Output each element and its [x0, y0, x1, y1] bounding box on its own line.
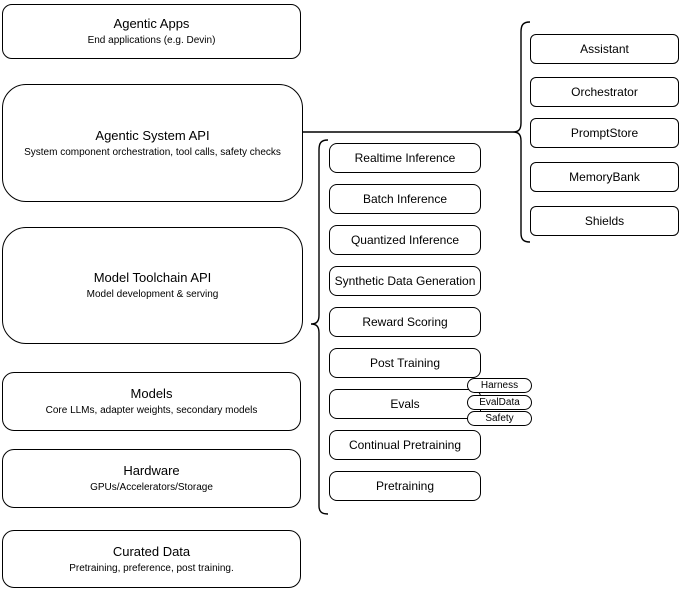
eval-tag-evaldata: EvalData — [467, 395, 532, 410]
box-models: Models Core LLMs, adapter weights, secon… — [2, 372, 301, 431]
eval-tag-harness: Harness — [467, 378, 532, 393]
toolchain-item-continual-pretraining: Continual Pretraining — [329, 430, 481, 460]
box-curated-data: Curated Data Pretraining, preference, po… — [2, 530, 301, 588]
toolchain-item-label: Continual Pretraining — [348, 438, 462, 452]
box-subtitle: GPUs/Accelerators/Storage — [90, 482, 213, 493]
toolchain-item-label: Quantized Inference — [350, 233, 460, 247]
box-title: Models — [130, 386, 173, 401]
box-title: Agentic System API — [95, 127, 210, 143]
component-assistant: Assistant — [530, 34, 679, 64]
toolchain-item-label: Post Training — [369, 356, 441, 370]
component-label: Orchestrator — [571, 85, 638, 99]
toolchain-item-label: Reward Scoring — [362, 315, 448, 329]
toolchain-item-pretraining: Pretraining — [329, 471, 481, 501]
eval-tag-label: EvalData — [479, 397, 520, 408]
box-title: Curated Data — [112, 543, 191, 559]
eval-tag-safety: Safety — [467, 411, 532, 426]
box-model-toolchain-api: Model Toolchain API Model development & … — [2, 227, 303, 344]
component-label: PromptStore — [570, 126, 639, 140]
toolchain-item-batch-inference: Batch Inference — [329, 184, 481, 214]
box-subtitle: Pretraining, preference, post training. — [69, 562, 234, 574]
box-subtitle: End applications (e.g. Devin) — [87, 35, 216, 46]
component-shields: Shields — [530, 206, 679, 236]
toolchain-item-realtime-inference: Realtime Inference — [329, 143, 481, 173]
toolchain-item-evals: Evals — [329, 389, 481, 419]
toolchain-item-quantized-inference: Quantized Inference — [329, 225, 481, 255]
components-brace — [512, 21, 531, 243]
component-label: MemoryBank — [569, 170, 640, 184]
component-promptstore: PromptStore — [530, 118, 679, 148]
box-agentic-apps: Agentic Apps End applications (e.g. Devi… — [2, 4, 301, 59]
toolchain-item-label: Pretraining — [375, 479, 435, 493]
toolchain-item-label: Evals — [390, 397, 420, 411]
component-label: Shields — [584, 214, 625, 228]
component-label: Assistant — [580, 42, 629, 56]
box-agentic-system-api: Agentic System API System component orch… — [2, 84, 303, 202]
box-subtitle: System component orchestration, tool cal… — [24, 146, 281, 158]
toolchain-item-label: Synthetic Data Generation — [334, 274, 476, 288]
toolchain-item-synthetic-data-generation: Synthetic Data Generation — [329, 266, 481, 296]
toolchain-item-post-training: Post Training — [329, 348, 481, 378]
box-subtitle: Model development & serving — [86, 289, 219, 300]
toolchain-item-reward-scoring: Reward Scoring — [329, 307, 481, 337]
box-title: Agentic Apps — [113, 16, 190, 31]
box-title: Hardware — [123, 463, 180, 478]
component-orchestrator: Orchestrator — [530, 77, 679, 107]
eval-tag-label: Harness — [480, 380, 519, 391]
toolchain-brace — [310, 139, 329, 515]
box-hardware: Hardware GPUs/Accelerators/Storage — [2, 449, 301, 508]
toolchain-item-label: Realtime Inference — [354, 151, 456, 165]
eval-tag-label: Safety — [485, 413, 514, 424]
box-title: Model Toolchain API — [93, 270, 212, 285]
box-subtitle: Core LLMs, adapter weights, secondary mo… — [45, 405, 258, 416]
toolchain-item-label: Batch Inference — [362, 192, 448, 206]
component-memorybank: MemoryBank — [530, 162, 679, 192]
